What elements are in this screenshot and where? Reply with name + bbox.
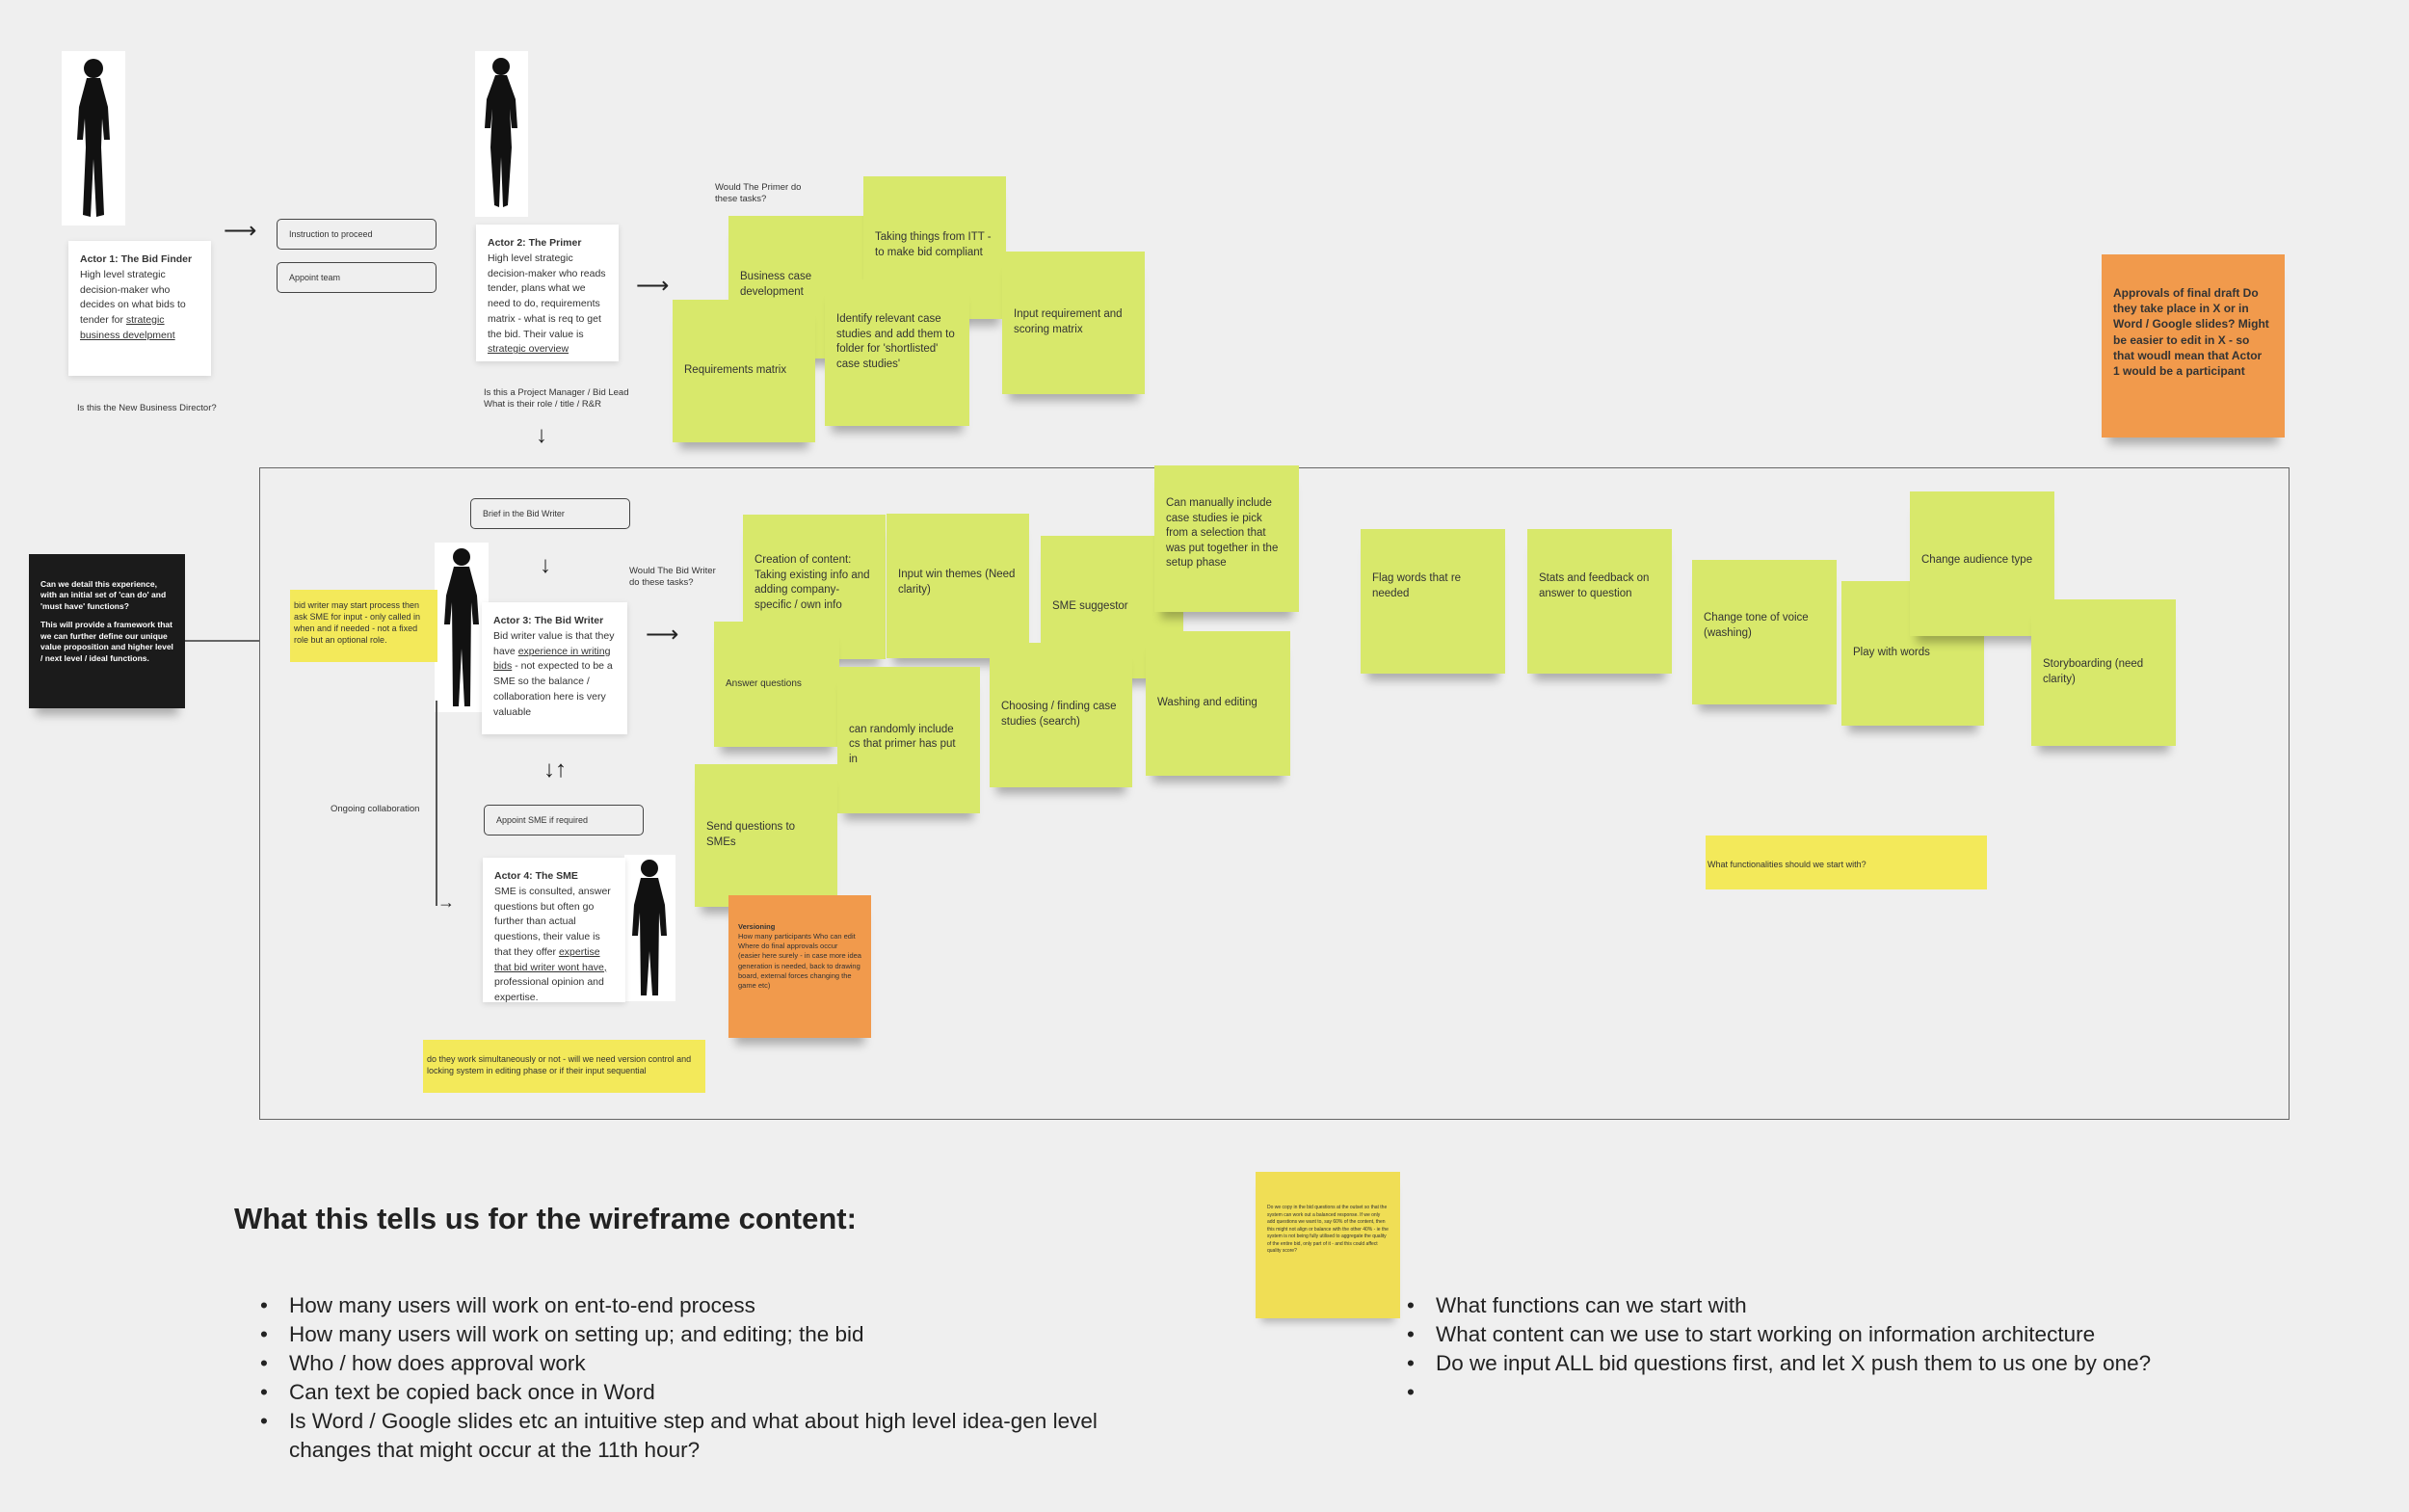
arrow-to-sme: → — [437, 892, 455, 912]
yellow-version-note: do they work simultaneously or not - wil… — [423, 1040, 705, 1093]
appoint-team-pill: Appoint team — [277, 262, 437, 293]
collab-line-vertical — [436, 701, 437, 906]
black-note-p2: This will provide a framework that we ca… — [40, 620, 173, 663]
wireframe-heading: What this tells us for the wireframe con… — [234, 1202, 857, 1235]
wireframe-list-right: What functions can we start with What co… — [1386, 1291, 2409, 1407]
actor-4-desc-1: SME is consulted, answer questions but o… — [494, 885, 611, 958]
arrow-right-3: ⟶ — [646, 622, 679, 648]
sticky-black-framework: Can we detail this experience, with an i… — [29, 554, 185, 708]
sticky-input-req: Input requirement and scoring matrix — [1002, 252, 1145, 394]
versioning-body: How many participants Who can edit Where… — [738, 932, 861, 990]
actor-4-title: Actor 4: The SME — [494, 870, 578, 882]
actor-3-desc-1: Bid writer value is that they have — [493, 629, 615, 657]
arrow-down-2: ↓ — [540, 552, 551, 578]
sticky-audience: Change audience type — [1910, 491, 2054, 636]
sticky-storyboarding: Storyboarding (need clarity) — [2031, 599, 2176, 746]
brief-pill: Brief in the Bid Writer — [470, 498, 630, 529]
pm-question-1: Is this a Project Manager / Bid Lead — [484, 387, 629, 398]
actor-2-link[interactable]: strategic overview — [488, 343, 569, 356]
appoint-sme-pill: Appoint SME if required — [484, 805, 644, 836]
yellow-start-note: What functionalities should we start wit… — [1706, 836, 1987, 889]
versioning-title: Versioning — [738, 922, 776, 931]
sticky-copy-questions: Do we copy in the bid questions at the o… — [1256, 1172, 1400, 1318]
black-note-p1: Can we detail this experience, with an i… — [40, 579, 167, 611]
sticky-answer: Answer questions — [714, 622, 839, 747]
list-item: How many users will work on setting up; … — [260, 1320, 1099, 1349]
actor-3-title: Actor 3: The Bid Writer — [493, 615, 604, 626]
sticky-choosing: Choosing / finding case studies (search) — [990, 643, 1132, 787]
actor-4-silhouette — [624, 855, 675, 1001]
ongoing-note: Ongoing collaboration — [331, 804, 420, 814]
list-item: Is Word / Google slides etc an intuitive… — [260, 1407, 1099, 1465]
list-item: Do we input ALL bid questions first, and… — [1407, 1349, 2409, 1378]
sticky-washing: Washing and editing — [1146, 631, 1290, 776]
actor-3-desc-2: - not expected to be a SME so the balanc… — [493, 660, 613, 718]
actor-1-desc: High level strategic decision-maker who … — [80, 268, 186, 326]
sticky-approvals: Approvals of final draft Do they take pl… — [2102, 254, 2285, 438]
sticky-input-win: Input win themes (Need clarity) — [887, 514, 1029, 658]
sticky-flag: Flag words that re needed — [1361, 529, 1505, 674]
sticky-identify: Identify relevant case studies and add t… — [825, 279, 969, 426]
sticky-manually: Can manually include case studies ie pic… — [1154, 465, 1299, 612]
wireframe-list-left: How many users will work on ent-to-end p… — [239, 1291, 1099, 1465]
sticky-randomly: can randomly include cs that primer has … — [837, 667, 980, 813]
actor-4-desc-2: professional opinion and expertise. — [494, 976, 604, 1003]
arrow-right-1: ⟶ — [224, 218, 257, 244]
list-item: What functions can we start with — [1407, 1291, 2409, 1320]
actor-3-silhouette — [435, 543, 489, 712]
arrow-down-1: ↓ — [536, 422, 547, 448]
actor-2-silhouette — [475, 51, 528, 217]
new-biz-note: Is this the New Business Director? — [77, 403, 217, 413]
list-item: Can text be copied back once in Word — [260, 1378, 1099, 1407]
actor-3-link[interactable]: experience in writing bids — [493, 645, 611, 673]
actor-1-silhouette — [62, 51, 125, 225]
sticky-stats: Stats and feedback on answer to question — [1527, 529, 1672, 674]
actor-2-title: Actor 2: The Primer — [488, 237, 582, 249]
pm-question-2: What is their role / title / R&R — [484, 399, 601, 410]
list-item: What content can we use to start working… — [1407, 1320, 2409, 1349]
sticky-versioning: Versioning How many participants Who can… — [728, 895, 871, 1038]
writer-question-note: Would The Bid Writer do these tasks? — [629, 566, 716, 589]
sticky-requirements: Requirements matrix — [673, 300, 815, 442]
actor-4-link[interactable]: expertise that bid writer wont have, — [494, 945, 607, 973]
arrow-right-2: ⟶ — [636, 273, 670, 299]
list-item: Who / how does approval work — [260, 1349, 1099, 1378]
yellow-writer-note: bid writer may start process then ask SM… — [290, 590, 437, 662]
primer-question-note: Would The Primer do these tasks? — [715, 182, 802, 205]
list-item — [1407, 1378, 2409, 1407]
actor-1-title: Actor 1: The Bid Finder — [80, 253, 193, 265]
actor-3-card: Actor 3: The Bid Writer Bid writer value… — [482, 602, 627, 734]
actor-2-card: Actor 2: The Primer High level strategic… — [476, 225, 619, 361]
actor-2-desc: High level strategic decision-maker who … — [488, 252, 606, 340]
instruction-pill: Instruction to proceed — [277, 219, 437, 250]
actor-1-link[interactable]: strategic business develpment — [80, 314, 175, 341]
frame-connector — [183, 640, 260, 642]
actor-4-card: Actor 4: The SME SME is consulted, answe… — [483, 858, 625, 1003]
arrow-down-up: ↓↑ — [543, 756, 567, 783]
actor-1-card: Actor 1: The Bid Finder High level strat… — [68, 241, 211, 376]
sticky-tone: Change tone of voice (washing) — [1692, 560, 1837, 704]
sticky-send: Send questions to SMEs — [695, 764, 837, 907]
list-item: How many users will work on ent-to-end p… — [260, 1291, 1099, 1320]
